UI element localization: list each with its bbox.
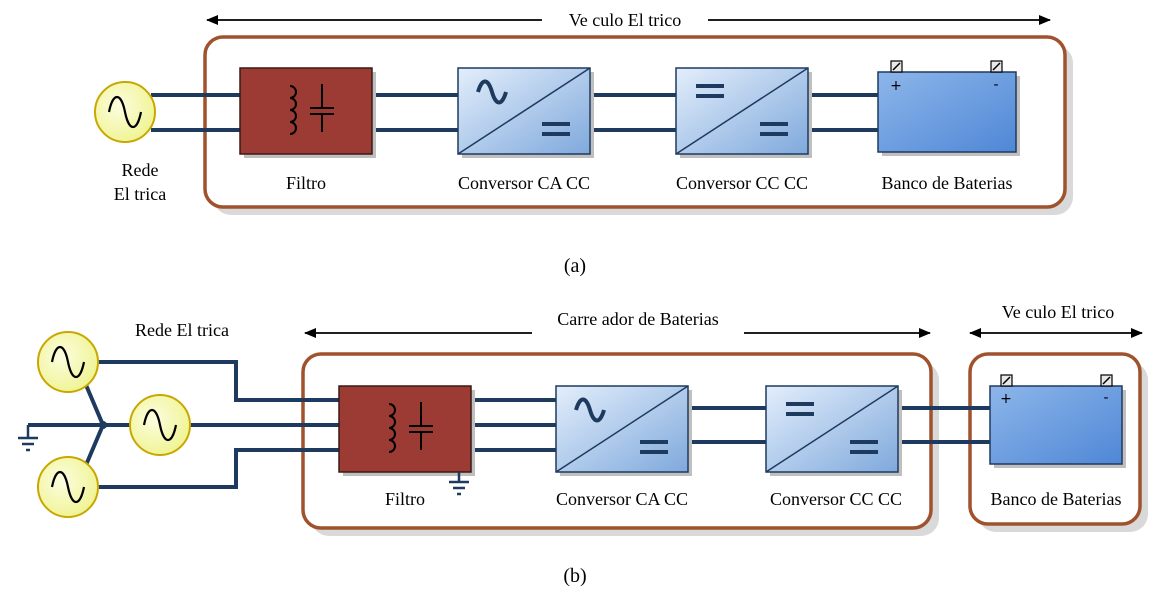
inductor-capacitor-icon — [388, 402, 433, 453]
vehicle-span-label-b: Ve culo El trico — [1002, 302, 1114, 322]
ac-source-b1 — [37, 331, 99, 393]
charger-span-arrow: Carre ador de Baterias — [304, 309, 931, 338]
ground-icon — [18, 425, 38, 452]
filter-block-b: Filtro — [338, 385, 475, 509]
acdc-converter-b: Conversor CA CC — [555, 385, 692, 509]
inductor-capacitor-icon — [289, 84, 334, 135]
battery-label: Banco de Baterias — [882, 173, 1013, 193]
dcdc-label: Conversor CC CC — [676, 173, 808, 193]
ac-dc-converter-icon — [457, 67, 591, 155]
vehicle-span-label: Ve culo El trico — [569, 10, 681, 30]
battery-icon — [877, 71, 1017, 153]
vehicle-span-arrow-a: Ve culo El trico — [206, 10, 1051, 30]
acdc-label-b: Conversor CA CC — [556, 489, 688, 509]
source-label-line2: El trica — [114, 184, 166, 204]
filter-label-b: Filtro — [385, 489, 425, 509]
dc-dc-converter-icon — [765, 385, 899, 473]
wires-b — [28, 360, 990, 489]
battery-block-b: + - Banco de Baterias — [989, 374, 1126, 509]
source-label-line1: Rede — [122, 160, 159, 180]
ac-dc-converter-icon — [555, 385, 689, 473]
battery-block-a: + - Banco de Baterias — [877, 60, 1020, 193]
panel-a: Ve culo El trico Rede El trica — [94, 10, 1073, 277]
dcdc-converter-a: Conversor CC CC — [675, 67, 812, 193]
dcdc-converter-b: Conversor CC CC — [765, 385, 902, 509]
acdc-label: Conversor CA CC — [458, 173, 590, 193]
filter-label: Filtro — [286, 173, 326, 193]
panel-b: Carre ador de Baterias Ve culo El trico — [18, 302, 1148, 587]
battery-plus-sign: + — [890, 78, 902, 94]
dc-dc-converter-icon — [675, 67, 809, 155]
battery-plus-sign-b: + — [1000, 391, 1012, 407]
ac-source-b3 — [37, 456, 99, 518]
battery-minus-sign-b: - — [1103, 390, 1108, 406]
vehicle-frame — [203, 35, 1067, 209]
vehicle-span-arrow-b: Ve culo El trico — [969, 302, 1143, 338]
battery-minus-sign: - — [993, 77, 998, 93]
battery-icon — [989, 385, 1123, 465]
caption-a: (a) — [564, 255, 586, 277]
wires-a — [151, 93, 878, 132]
filter-block-a: Filtro — [239, 67, 376, 193]
ac-source-b2 — [129, 394, 191, 456]
source-label-b: Rede El trica — [135, 320, 229, 340]
filter-ground-icon — [449, 472, 469, 496]
battery-label-b: Banco de Baterias — [991, 489, 1122, 509]
charger-span-label: Carre ador de Baterias — [557, 309, 718, 329]
dcdc-label-b: Conversor CC CC — [770, 489, 902, 509]
caption-b: (b) — [563, 565, 586, 587]
ac-source-a: Rede El trica — [94, 81, 166, 204]
acdc-converter-a: Conversor CA CC — [457, 67, 594, 193]
